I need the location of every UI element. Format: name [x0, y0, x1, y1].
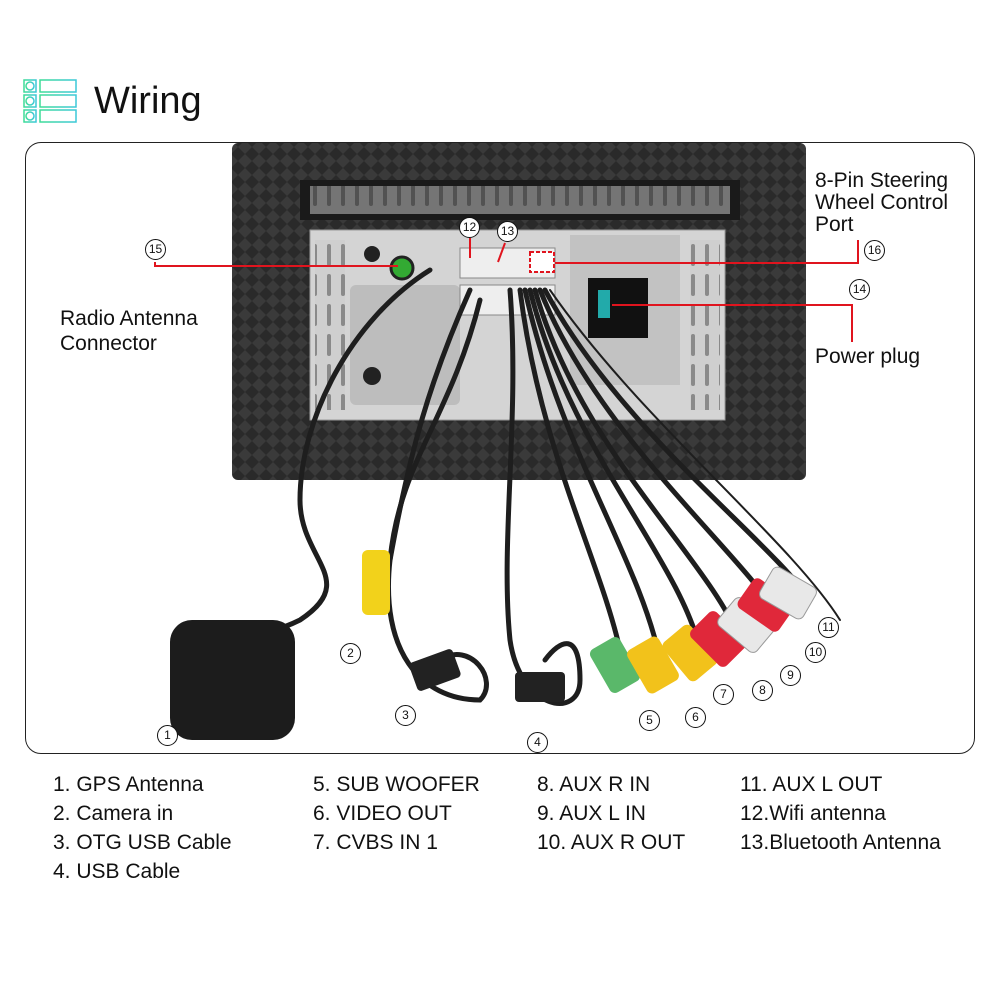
gps-antenna — [170, 620, 295, 740]
callout-marker: 6 — [685, 707, 706, 728]
list-icon — [23, 79, 77, 123]
callout-marker: 10 — [805, 642, 826, 663]
callout-marker: 8 — [752, 680, 773, 701]
callout-marker: 11 — [818, 617, 839, 638]
callout-marker: 16 — [864, 240, 885, 261]
callout-marker: 14 — [849, 279, 870, 300]
radio-antenna-connector — [389, 255, 415, 281]
callout-marker: 15 — [145, 239, 166, 260]
callout-marker: 1 — [157, 725, 178, 746]
callout-marker: 3 — [395, 705, 416, 726]
rca-plugs — [589, 566, 817, 694]
callout-marker: 7 — [713, 684, 734, 705]
steering-wheel-port — [529, 251, 555, 273]
otg-usb-plug — [409, 649, 461, 691]
callout-marker: 4 — [527, 732, 548, 753]
camera-rca — [362, 550, 390, 615]
callout-marker: 12 — [459, 217, 480, 238]
callout-marker: 2 — [340, 643, 361, 664]
wiring-diagram-frame — [25, 142, 975, 754]
callout-marker: 13 — [497, 221, 518, 242]
power-plug-label: Power plug — [815, 345, 921, 368]
callout-marker: 5 — [639, 710, 660, 731]
power-plug-port — [588, 278, 648, 338]
page-title: Wiring — [94, 80, 202, 122]
callout-marker: 9 — [780, 665, 801, 686]
callout-lines — [154, 238, 859, 342]
usb-plug — [515, 672, 565, 702]
